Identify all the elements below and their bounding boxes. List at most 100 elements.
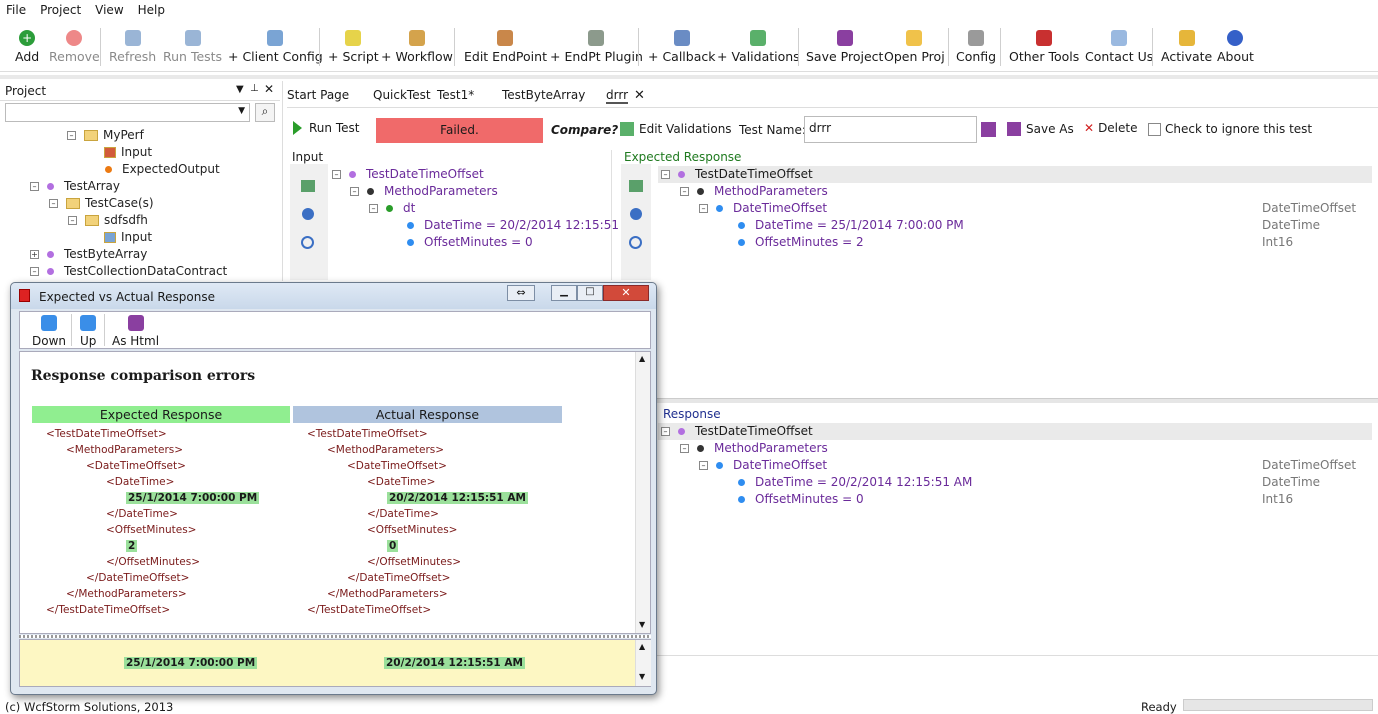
validations-button[interactable]: + Validations [717,30,800,64]
response-node-offset[interactable]: OffsetMinutes = 0 [738,492,864,506]
scroll-up-icon[interactable]: ▲ [639,642,646,651]
tree-node-input-2[interactable]: Input [104,230,152,244]
scrollbar[interactable]: ▲ ▼ [635,352,650,633]
activate-button[interactable]: Activate [1161,30,1212,64]
globe-icon[interactable] [302,208,314,220]
panel-splitter[interactable] [657,398,1378,403]
script-button[interactable]: + Script [328,30,379,64]
expected-node-dto[interactable]: –DateTimeOffset [699,201,827,215]
test-name-label: Test Name: [739,123,806,137]
tab-quicktest[interactable]: QuickTest [373,88,431,102]
tab-testbytearray[interactable]: TestByteArray [502,88,586,102]
input-icon [104,231,116,243]
input-node-datetime[interactable]: DateTime = 20/2/2014 12:15:51 A [407,218,631,232]
tree-node-testcases[interactable]: –TestCase(s) [49,196,154,210]
endpt-plugin-button[interactable]: + EndPt Plugin [550,30,643,64]
workflow-icon [408,30,425,46]
workflow-button[interactable]: + Workflow [381,30,453,64]
up-button[interactable]: Up [80,315,96,348]
save-project-button[interactable]: Save Project [806,30,883,64]
response-panel: Response –TestDateTimeOffset –MethodPara… [657,405,1378,655]
about-button[interactable]: About [1217,30,1254,64]
tree-node-input[interactable]: Input [104,145,152,159]
zoom-icon[interactable] [629,236,642,249]
tree-view-icon[interactable] [629,180,643,192]
other-tools-button[interactable]: Other Tools [1009,30,1079,64]
ignore-checkbox[interactable]: Check to ignore this test [1148,122,1312,136]
as-html-button[interactable]: As Html [112,315,159,348]
expected-node-params[interactable]: –MethodParameters [680,184,828,198]
tree-node-expectedoutput[interactable]: ExpectedOutput [105,162,220,176]
add-button[interactable]: +Add [15,30,40,64]
compare-label[interactable]: Compare? [551,123,619,137]
bullet-icon [47,250,54,258]
response-node-dto[interactable]: –DateTimeOffset [699,458,827,472]
open-proj-button[interactable]: Open Proj [884,30,945,64]
project-search-input[interactable]: ▼ [5,103,250,122]
input-node-offset[interactable]: OffsetMinutes = 0 [407,235,533,249]
test-name-input[interactable]: drrr [804,116,977,143]
input-node-root[interactable]: –TestDateTimeOffset [332,167,484,181]
type-label: DateTimeOffset [1262,458,1357,472]
tree-view-icon[interactable] [301,180,315,192]
pin-icon[interactable]: ⊥ [250,83,259,94]
tree-node-sdfsdfh[interactable]: –sdfsdfh [68,213,148,227]
tree-node-testcollection[interactable]: –TestCollectionDataContract [30,264,227,278]
response-node-datetime[interactable]: DateTime = 20/2/2014 12:15:51 AM [738,475,972,489]
remove-button[interactable]: Remove [49,30,100,64]
menu-view[interactable]: View [95,3,124,17]
menu-bar: File Project View Help [0,0,1378,20]
xml-tag: </OffsetMinutes> [367,556,462,568]
maximize-button[interactable]: □ [577,285,603,301]
run-test-button[interactable]: Run Test [293,121,359,135]
comparison-heading: Response comparison errors [31,368,256,384]
expected-node-root[interactable]: –TestDateTimeOffset [661,167,813,181]
globe-icon[interactable] [630,208,642,220]
tree-node-testarray[interactable]: –TestArray [30,179,120,193]
save-as-button[interactable]: Save As [1007,122,1074,136]
edit-validations-button[interactable]: Edit Validations [620,122,732,136]
config-button[interactable]: Config [956,30,996,64]
client-config-button[interactable]: + Client Config [228,30,323,64]
scroll-up-icon[interactable]: ▲ [639,354,646,363]
refresh-button[interactable]: Refresh [109,30,156,64]
scroll-down-icon[interactable]: ▼ [639,620,646,629]
scroll-down-icon[interactable]: ▼ [639,672,646,681]
menu-file[interactable]: File [6,3,27,17]
minimize-button[interactable]: ▁ [551,285,577,301]
search-icon[interactable]: ⌕ [255,103,275,122]
tree-node-testbytearray[interactable]: +TestByteArray [30,247,148,261]
callback-button[interactable]: + Callback [648,30,716,64]
bottom-scrollbar[interactable]: ▲ ▼ [635,640,651,686]
close-icon[interactable]: ✕ [264,82,275,96]
save-icon[interactable] [981,122,996,137]
down-button[interactable]: Down [32,315,66,348]
run-tests-button[interactable]: Run Tests [163,30,222,64]
tab-drrr[interactable]: drrr [606,88,628,104]
contact-us-button[interactable]: Contact Us [1085,30,1153,64]
expected-node-datetime[interactable]: DateTime = 25/1/2014 7:00:00 PM [738,218,964,232]
zoom-icon[interactable] [301,236,314,249]
menu-project[interactable]: Project [40,3,82,17]
edit-endpoint-button[interactable]: Edit EndPoint [464,30,547,64]
delete-button[interactable]: ✕Delete [1084,121,1138,135]
chevron-down-icon[interactable]: ▼ [238,106,245,116]
response-node-params[interactable]: –MethodParameters [680,441,828,455]
callback-icon [673,30,690,46]
input-node-dt[interactable]: –dt [369,201,415,215]
tab-start-page[interactable]: Start Page [287,88,350,102]
remove-icon [66,30,83,46]
tab-test1[interactable]: Test1* [437,88,475,102]
close-button[interactable]: ✕ [603,285,649,301]
xml-tag: <DateTime> [367,476,436,488]
splitter[interactable] [19,635,651,638]
tree-node-myperf[interactable]: –MyPerf [67,128,144,142]
menu-help[interactable]: Help [137,3,165,17]
resize-icon[interactable]: ⇔ [507,285,535,301]
close-icon[interactable]: ✕ [634,88,645,103]
panel-dropdown-icon[interactable]: ▼ [236,84,244,95]
response-node-root[interactable]: –TestDateTimeOffset [661,424,813,438]
xml-tag: </DateTime> [106,508,178,520]
expected-node-offset[interactable]: OffsetMinutes = 2 [738,235,864,249]
input-node-params[interactable]: –MethodParameters [350,184,498,198]
